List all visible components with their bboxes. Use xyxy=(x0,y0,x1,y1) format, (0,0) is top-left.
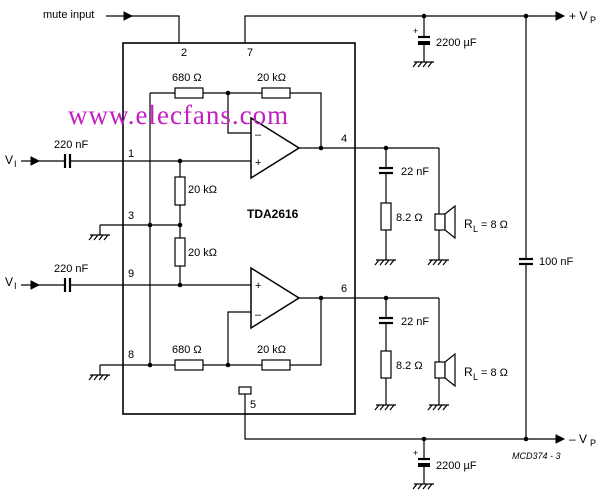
c-in-bottom-value: 220 nF xyxy=(54,263,89,275)
drawing-code: MCD374 - 3 xyxy=(512,451,561,461)
speaker-bottom xyxy=(434,361,446,379)
c-supply-neg-value: 2200 µF xyxy=(436,460,477,472)
r-fb-in-top-value: 680 Ω xyxy=(172,72,202,84)
speaker-top xyxy=(434,213,446,231)
vi-top-sub: I xyxy=(14,159,17,169)
r-div-upper-value: 20 kΩ xyxy=(188,184,217,196)
rl-bottom-sub: L xyxy=(473,372,478,382)
pin-9: 9 xyxy=(128,268,134,280)
pin-1: 1 xyxy=(128,148,134,160)
vi-bottom-sub: I xyxy=(14,281,17,291)
c-supply-pos-plus: + xyxy=(413,26,418,36)
r-zobel-bottom xyxy=(380,350,392,379)
pin-6: 6 xyxy=(341,283,347,295)
r-fb-bottom-value: 20 kΩ xyxy=(257,344,286,356)
r-zobel-top-value: 8.2 Ω xyxy=(396,212,423,224)
vp-pos-label: + V xyxy=(569,9,587,23)
c-bypass-value: 100 nF xyxy=(539,256,574,268)
channel-bottom: V I 220 nF 9 + – 680 Ω 20 kΩ 8 xyxy=(5,263,508,411)
c-zobel-top-value: 22 nF xyxy=(401,166,429,178)
opamp-bottom-minus: – xyxy=(255,309,262,321)
c-zobel-bottom-value: 22 nF xyxy=(401,316,429,328)
opamp-bottom-plus: + xyxy=(255,280,261,292)
r-fb-in-top xyxy=(174,87,204,99)
bypass-capacitor: 100 nF xyxy=(519,16,574,439)
opamp-top-minus: – xyxy=(255,129,262,141)
rl-top-sub: L xyxy=(473,224,478,234)
opamp-top xyxy=(250,116,301,180)
rl-bottom-value: = 8 Ω xyxy=(481,367,508,379)
mute-input: mute input 2 xyxy=(43,9,187,59)
r-zobel-bottom-value: 8.2 Ω xyxy=(396,360,423,372)
mute-input-label: mute input xyxy=(43,9,94,21)
pin-2: 2 xyxy=(181,47,187,59)
pin-7: 7 xyxy=(247,47,253,59)
vp-neg-label: – V xyxy=(569,432,587,446)
pin-3: 3 xyxy=(128,210,134,222)
vi-top-label: V xyxy=(5,153,13,167)
rl-top-label: R xyxy=(464,217,473,231)
pin-8: 8 xyxy=(128,349,134,361)
vp-pos-sub: P xyxy=(590,15,596,25)
positive-supply: 7 + V P + 2200 µF xyxy=(244,9,596,68)
watermark: www.elecfans.com xyxy=(68,100,289,130)
opamp-bottom xyxy=(250,266,301,330)
r-div-lower-value: 20 kΩ xyxy=(188,247,217,259)
rl-bottom-label: R xyxy=(464,365,473,379)
c-in-top-value: 220 nF xyxy=(54,139,89,151)
r-fb-bottom xyxy=(261,359,291,371)
c-supply-pos-value: 2200 µF xyxy=(436,37,477,49)
bias-divider: 20 kΩ 20 kΩ 3 xyxy=(88,161,217,288)
r-zobel-top xyxy=(380,202,392,231)
channel-top: V I 220 nF 1 – + 680 Ω 20 kΩ 4 xyxy=(5,72,508,365)
c-supply-pos-body xyxy=(418,41,430,45)
r-fb-top xyxy=(261,87,291,99)
ic-name: TDA2616 xyxy=(247,207,299,221)
c-supply-neg-body xyxy=(418,463,430,467)
speaker-top-cone xyxy=(444,204,456,240)
opamp-top-plus: + xyxy=(255,157,261,169)
r-div-upper xyxy=(174,176,186,206)
pin-5-pad xyxy=(238,386,252,395)
negative-supply: 5 – V P + 2200 µF MCD374 - 3 xyxy=(238,386,596,490)
r-div-lower xyxy=(174,237,186,267)
vp-neg-sub: P xyxy=(590,438,596,448)
speaker-bottom-cone xyxy=(444,352,456,388)
r-fb-in-bottom-value: 680 Ω xyxy=(172,344,202,356)
rl-top-value: = 8 Ω xyxy=(481,219,508,231)
ic-package xyxy=(122,42,356,415)
pin-5: 5 xyxy=(250,399,256,411)
c-supply-neg-plus: + xyxy=(413,448,418,458)
vi-bottom-label: V xyxy=(5,275,13,289)
r-fb-top-value: 20 kΩ xyxy=(257,72,286,84)
pin-4: 4 xyxy=(341,133,347,145)
r-fb-in-bottom xyxy=(174,359,204,371)
